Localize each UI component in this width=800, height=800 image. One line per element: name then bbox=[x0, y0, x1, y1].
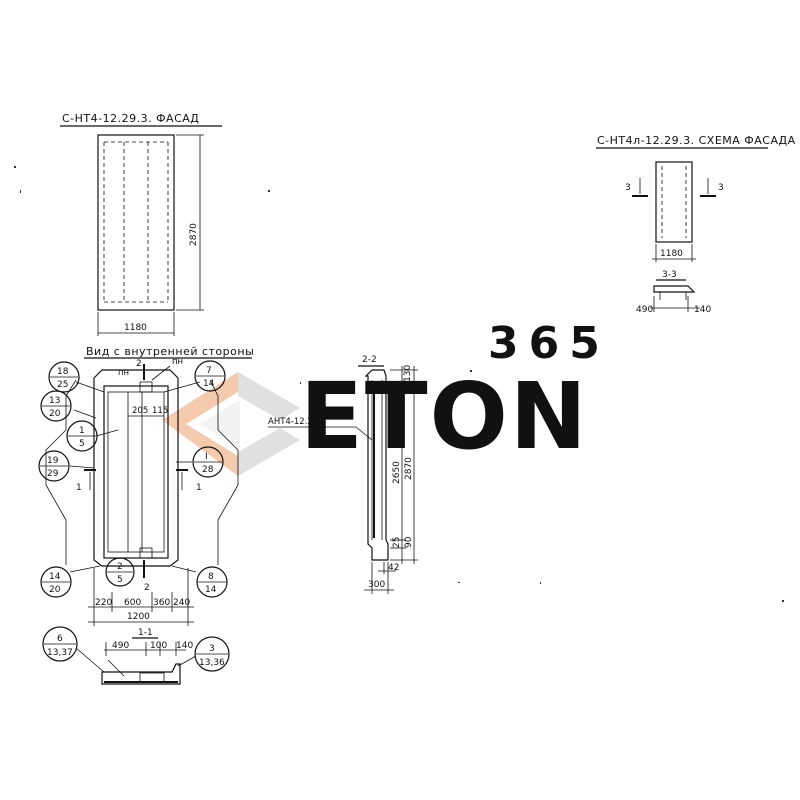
inner-cut-left: 1 bbox=[76, 483, 82, 493]
inner-view: Вид с внутренней стороны 2 пн пн 205 115… bbox=[38, 345, 254, 626]
inner-label-pn-left: пн bbox=[118, 368, 129, 378]
svg-text:14: 14 bbox=[49, 572, 61, 582]
svg-text:1: 1 bbox=[79, 426, 85, 436]
inner-cut-right: 1 bbox=[196, 483, 202, 493]
svg-text:5: 5 bbox=[79, 439, 85, 449]
section-3-3-dim-right: 140 bbox=[694, 305, 711, 315]
section-1-1-dim-100: 100 bbox=[150, 641, 167, 651]
detail-bubble: 19 29 bbox=[38, 450, 70, 482]
scheme-width-dim: 1180 bbox=[660, 249, 683, 259]
section-1-1: 1-1 490 100 140 6 13,37 3 13,36 bbox=[42, 626, 230, 685]
section-2-2-dim-300: 300 bbox=[368, 580, 385, 590]
section-3-3-title: 3-3 bbox=[662, 270, 677, 280]
svg-text:5: 5 bbox=[117, 575, 123, 585]
inner-total-width: 1200 bbox=[127, 612, 150, 622]
svg-text:25: 25 bbox=[57, 380, 68, 390]
svg-text:14: 14 bbox=[203, 379, 215, 389]
detail-bubble: 7 14 bbox=[194, 360, 226, 392]
detail-bubble: 3 13,36 bbox=[194, 636, 230, 672]
detail-bubble: 14 20 bbox=[40, 566, 72, 598]
inner-label-pn-right: пн bbox=[172, 357, 183, 367]
svg-text:3: 3 bbox=[209, 644, 215, 654]
section-2-2-dim-2650: 2650 bbox=[392, 461, 402, 484]
detail-bubble: 13 20 bbox=[40, 390, 72, 422]
scan-artifacts bbox=[14, 166, 784, 602]
svg-text:8: 8 bbox=[208, 572, 214, 582]
inner-dim-360: 360 bbox=[153, 598, 170, 608]
section-2-2-dim-130: 130 bbox=[403, 365, 413, 382]
inner-view-title: Вид с внутренней стороны bbox=[86, 345, 254, 358]
facade-scheme-view: С-НТ4л-12.29.3. СХЕМА ФАСАДА 3 3 1180 3-… bbox=[596, 134, 796, 315]
inner-dim-115: 115 bbox=[152, 406, 168, 416]
detail-bubble: 8 14 bbox=[196, 566, 228, 598]
section-1-1-dim-140: 140 bbox=[176, 641, 193, 651]
scheme-cut-right: 3 bbox=[718, 183, 724, 193]
scheme-cut-left: 3 bbox=[625, 183, 631, 193]
inner-dim-220: 220 bbox=[95, 598, 112, 608]
svg-text:I: I bbox=[205, 452, 208, 462]
section-3-3-dim-left: 490 bbox=[636, 305, 653, 315]
section-2-2-dim-25: 25 bbox=[392, 537, 402, 548]
svg-text:2: 2 bbox=[117, 562, 123, 572]
inner-dim-205: 205 bbox=[132, 406, 148, 416]
facade-width-dim: 1180 bbox=[124, 323, 147, 333]
watermark: 365 ETON bbox=[162, 318, 610, 476]
inner-dim-240: 240 bbox=[173, 598, 190, 608]
svg-text:28: 28 bbox=[202, 465, 214, 475]
detail-bubble: I 28 bbox=[192, 446, 224, 478]
section-1-1-title: 1-1 bbox=[138, 628, 153, 638]
svg-text:13,37: 13,37 bbox=[47, 648, 73, 658]
section-2-2: 2-2 АНТ4-12.29.3 130 2650 2870 25 90 42 … bbox=[268, 355, 418, 594]
inner-dim-600: 600 bbox=[124, 598, 141, 608]
watermark-word: ETON bbox=[300, 363, 589, 470]
section-2-2-dim-90: 90 bbox=[404, 536, 414, 548]
svg-text:13,36: 13,36 bbox=[199, 658, 225, 668]
inner-cut-bottom: 2 bbox=[144, 583, 150, 593]
facade-title: С-НТ4-12.29.3. ФАСАД bbox=[62, 112, 199, 125]
detail-bubble: 2 5 bbox=[105, 557, 135, 587]
facade-height-dim: 2870 bbox=[189, 223, 199, 246]
section-2-2-dim-42: 42 bbox=[388, 563, 399, 573]
svg-text:20: 20 bbox=[49, 409, 61, 419]
detail-bubble: 1 5 bbox=[66, 420, 98, 452]
svg-text:13: 13 bbox=[49, 396, 60, 406]
svg-text:7: 7 bbox=[206, 366, 212, 376]
inner-cut-top: 2 bbox=[136, 359, 142, 369]
section-2-2-dim-2870: 2870 bbox=[404, 457, 414, 480]
section-1-1-dim-490: 490 bbox=[112, 641, 129, 651]
svg-text:6: 6 bbox=[57, 634, 63, 644]
facade-view: С-НТ4-12.29.3. ФАСАД 2870 1180 bbox=[60, 112, 222, 336]
svg-text:29: 29 bbox=[47, 469, 59, 479]
facade-scheme-title: С-НТ4л-12.29.3. СХЕМА ФАСАДА bbox=[597, 134, 796, 147]
watermark-logo-icon bbox=[162, 372, 300, 476]
watermark-number: 365 bbox=[488, 318, 610, 369]
svg-text:20: 20 bbox=[49, 585, 61, 595]
section-2-2-title: 2-2 bbox=[362, 355, 377, 365]
svg-text:19: 19 bbox=[47, 456, 59, 466]
section-2-2-mark: АНТ4-12.29.3 bbox=[268, 417, 326, 427]
svg-text:14: 14 bbox=[205, 585, 217, 595]
svg-text:18: 18 bbox=[57, 367, 69, 377]
detail-bubble: 18 25 bbox=[48, 361, 80, 393]
detail-bubble: 6 13,37 bbox=[42, 626, 78, 662]
